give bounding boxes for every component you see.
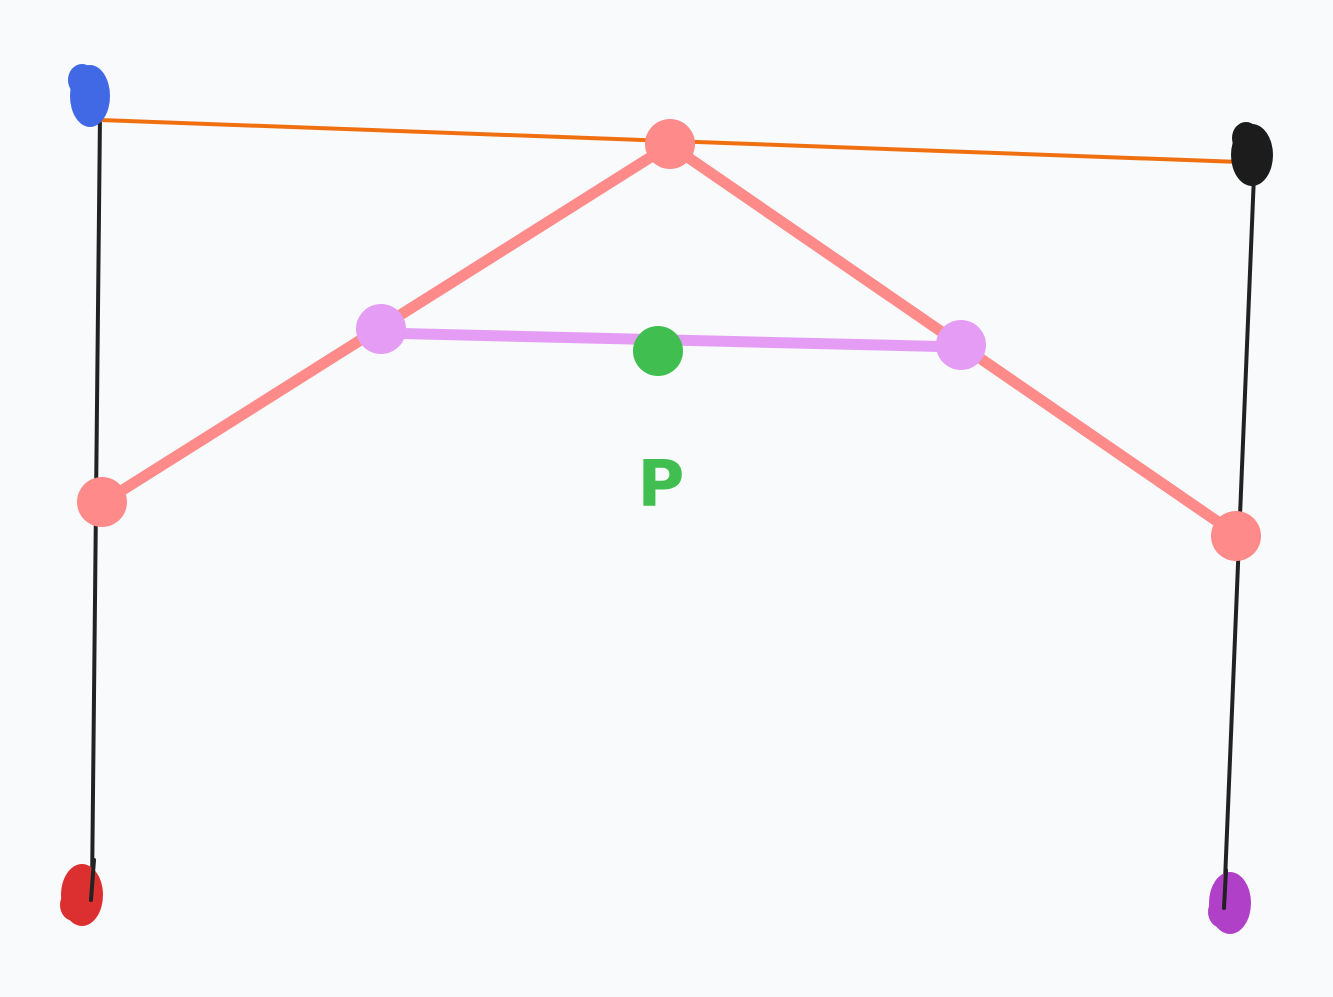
- control-point-bottom-right[interactable]: [1208, 872, 1251, 934]
- left-guide-line-end: [89, 858, 96, 902]
- result-point[interactable]: [633, 326, 683, 376]
- control-point-top-left[interactable]: [68, 64, 110, 127]
- level1-point-top[interactable]: [645, 119, 695, 169]
- level1-point-right[interactable]: [1211, 511, 1261, 561]
- control-point-top-left-blob-lobe: [68, 64, 96, 96]
- level2-point-left[interactable]: [356, 304, 406, 354]
- control-point-top-right[interactable]: [1231, 122, 1273, 186]
- right-guide-line-end: [1222, 868, 1228, 910]
- level1-point-left[interactable]: [77, 477, 127, 527]
- control-point-bottom-left-blob-lobe: [60, 889, 88, 921]
- level2-point-right[interactable]: [936, 320, 986, 370]
- result-point-label: P: [638, 448, 685, 522]
- control-point-bottom-right-blob-lobe: [1208, 896, 1236, 928]
- control-point-top-right-blob-lobe: [1232, 122, 1260, 154]
